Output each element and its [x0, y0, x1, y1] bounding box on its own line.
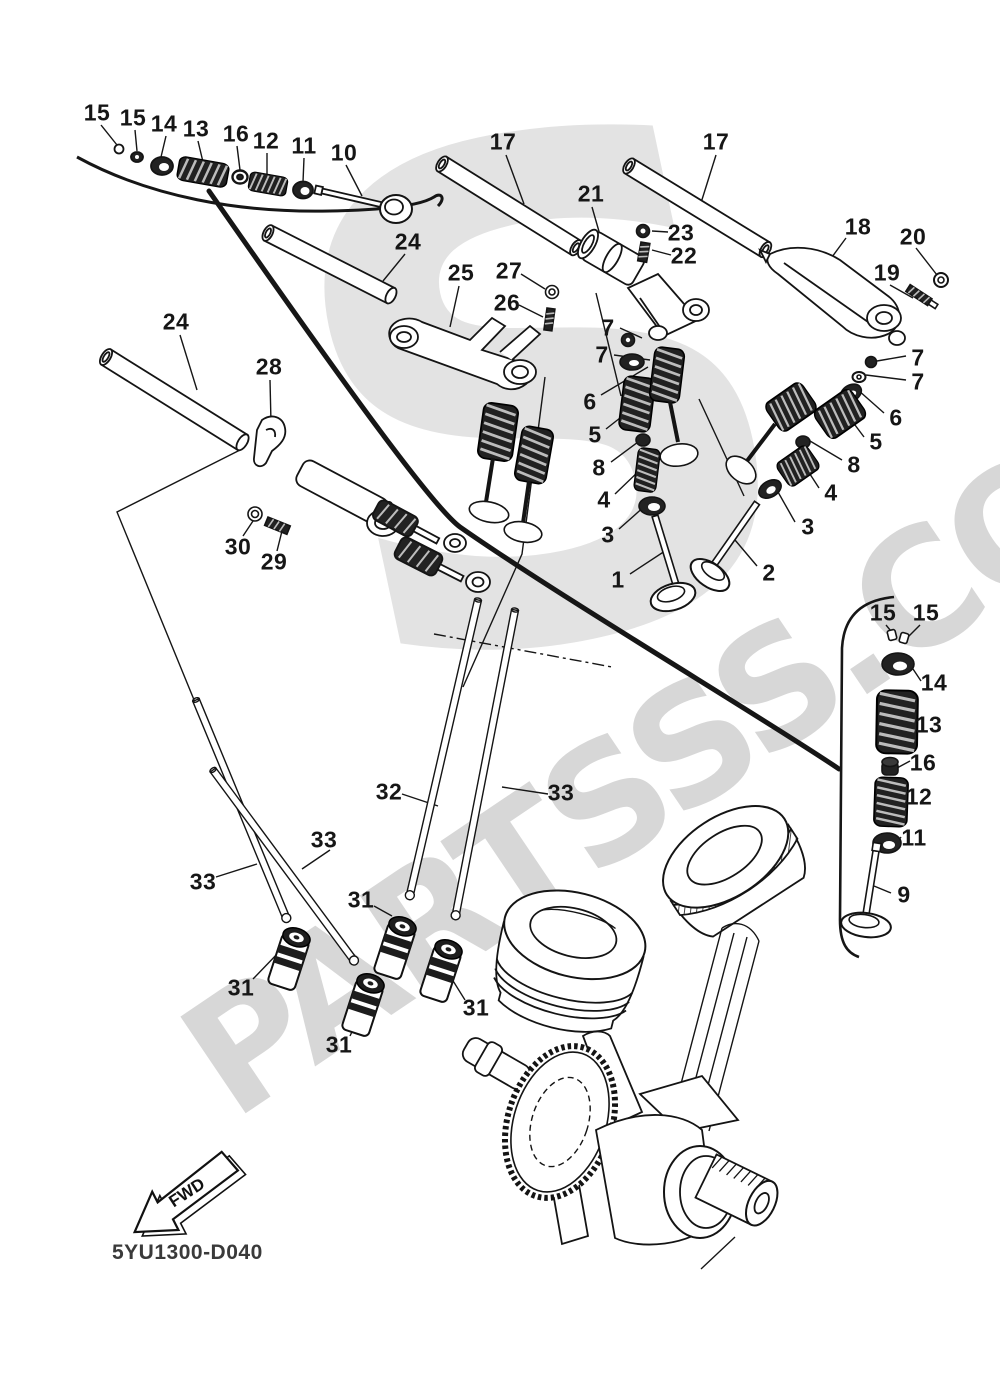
lifter-31: [418, 935, 466, 1005]
shaft-17: [622, 157, 773, 259]
assembled-spring: [647, 345, 687, 405]
valve-head: [649, 581, 697, 613]
callout-leader-lines: [100, 124, 938, 1037]
valve-2: [708, 500, 761, 570]
valve-head: [659, 442, 699, 468]
piston-left: [493, 889, 647, 1126]
lifter-31: [340, 969, 388, 1039]
valve-parts-row-top-left: [113, 143, 413, 224]
inner-spring: [872, 775, 910, 829]
valve-spring-inner: [246, 170, 290, 198]
rocker-arm-21: [577, 228, 710, 341]
valve-1: [651, 514, 681, 589]
washer: [851, 371, 867, 383]
locknut: [864, 355, 878, 369]
shaft-24: [261, 224, 398, 305]
nut-20: [933, 272, 949, 288]
conn-rod: [671, 922, 760, 1132]
lifter-31: [372, 912, 420, 982]
shaft-24: [98, 348, 250, 452]
screw-26: [543, 307, 556, 332]
piston-right: [662, 805, 806, 1132]
rocker-piece-28-and-tappets: [253, 415, 491, 593]
exploded-valve-stack-right: [840, 628, 920, 939]
nut-27: [544, 284, 560, 300]
shaft-17: [435, 155, 583, 257]
valve-head: [840, 911, 892, 939]
outer-spring: [874, 688, 920, 756]
diagram-code: 5YU1300-D040: [112, 1241, 263, 1264]
swoosh-curve: [76, 155, 444, 213]
rocker-boss: [682, 298, 710, 322]
adjust-screw-19: [904, 283, 939, 310]
pushrod-33: [450, 607, 520, 921]
valve-head: [503, 520, 543, 544]
fwd-arrow-face: [132, 1150, 240, 1234]
rocker-arm-25: [388, 316, 542, 391]
adjuster-ball: [648, 325, 668, 341]
exploded-valve-left: [616, 332, 699, 613]
valve-head: [725, 455, 757, 485]
pushrod-33: [209, 766, 360, 966]
valve-9: [861, 841, 883, 918]
nut-30: [247, 506, 263, 522]
inner-spring: [632, 446, 662, 494]
adjust-screw-22: [636, 241, 651, 264]
screw-29: [263, 515, 292, 536]
right-bracket: [838, 595, 895, 959]
seal: [881, 756, 899, 776]
valve-cotter: [113, 143, 125, 155]
crankshaft: [461, 1037, 779, 1246]
pushrod-32: [404, 597, 483, 901]
valve-spring-outer: [175, 154, 231, 190]
crank-journal: [694, 1153, 779, 1227]
assembled-valves-center: [468, 400, 556, 544]
rocker-shafts: [98, 155, 773, 452]
valve-lifters: [266, 912, 466, 1039]
fasteners: [247, 223, 949, 536]
tappet-adjuster: [372, 499, 441, 545]
tappet-adjuster: [393, 536, 465, 583]
pushrods: [191, 597, 520, 966]
valve: [313, 184, 385, 209]
thick-diagonal-line: [206, 188, 842, 772]
witness-lines: [76, 155, 895, 1270]
seal: [635, 433, 651, 447]
fwd-arrow: FWD: [132, 1150, 247, 1237]
rocker-arm-18: [758, 246, 906, 346]
exploded-valve-right: [689, 355, 878, 592]
valve-cotters: [886, 628, 910, 645]
adjuster-ball: [888, 330, 906, 346]
valve-head: [468, 500, 510, 524]
